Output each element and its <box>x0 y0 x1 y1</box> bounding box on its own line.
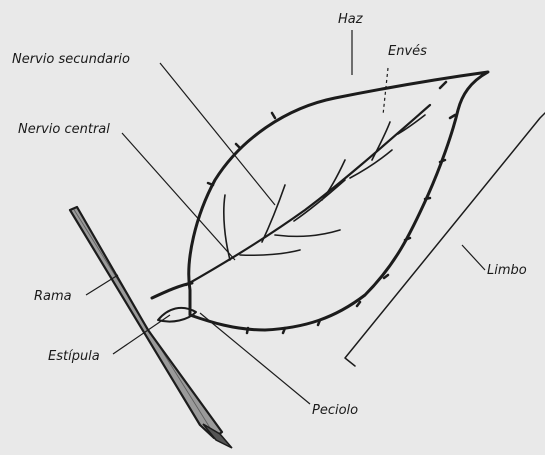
label-estipula: Estípula <box>48 349 100 364</box>
label-nervio-secundario: Nervio secundario <box>12 52 130 67</box>
label-nervio-central: Nervio central <box>18 122 110 137</box>
label-enves: Envés <box>388 44 427 59</box>
limbo-bracket <box>345 110 545 366</box>
leader-lines <box>86 30 485 404</box>
label-rama: Rama <box>34 289 72 304</box>
leaf-blade <box>189 72 488 333</box>
label-peciolo: Peciolo <box>312 403 358 418</box>
label-haz: Haz <box>338 12 364 27</box>
label-limbo: Limbo <box>487 263 527 278</box>
